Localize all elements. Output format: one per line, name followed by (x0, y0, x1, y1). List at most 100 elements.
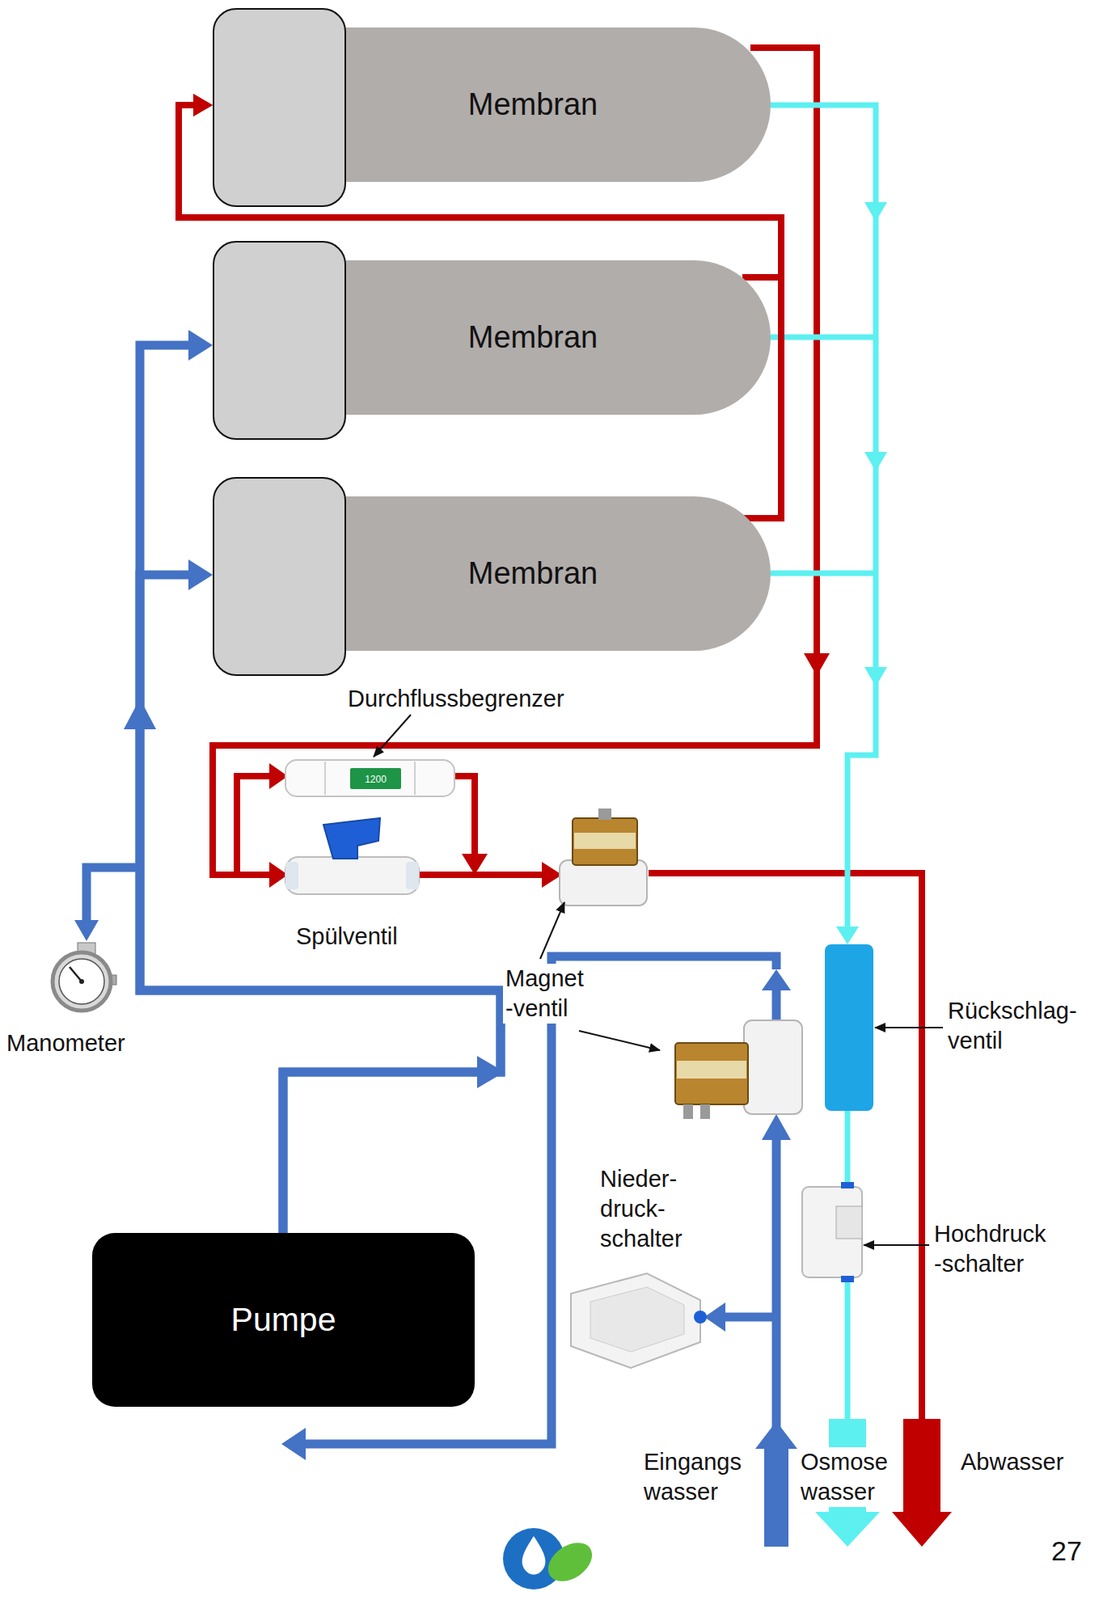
part-name: Rückschlag- ventil (947, 996, 1078, 1057)
permeate-pipe (845, 1277, 851, 1424)
permeate-pipe (770, 334, 876, 341)
flow-restrictor (324, 761, 326, 795)
membrane-cap (213, 241, 346, 440)
leader-line (579, 1031, 660, 1051)
leader-line (874, 1027, 943, 1029)
membrane-body (333, 27, 771, 182)
solenoid-valve (743, 1020, 803, 1115)
low-pressure-switch (693, 1310, 707, 1324)
connector-arrowhead (193, 93, 213, 117)
feed-arrowhead (281, 1428, 306, 1461)
solenoid-valve (700, 1104, 711, 1120)
permeate-pipe (770, 105, 876, 930)
waste-arrowhead (803, 653, 830, 677)
flush-valve (285, 862, 299, 890)
manometer-gauge (69, 967, 82, 982)
high-pressure-switch (802, 1187, 863, 1278)
high-pressure-switch (841, 1276, 854, 1283)
manometer-gauge (59, 959, 105, 1005)
connector-arrowhead (188, 559, 213, 591)
permeate-pipe (770, 105, 876, 1424)
flow-restrictor (414, 761, 416, 795)
flow-name: Osmose wasser (798, 1447, 891, 1508)
membrane-vessel: Membran (212, 477, 771, 677)
check-valve (824, 944, 874, 1112)
feed-arrowhead (74, 698, 798, 1547)
flow-restrictor (285, 760, 455, 797)
permeate-arrowhead (864, 202, 888, 222)
flow-restrictor (285, 760, 455, 797)
flush-valve (405, 862, 419, 890)
high-pressure-switch (802, 1182, 863, 1283)
low-pressure-switch (570, 1273, 701, 1369)
feed-arrowhead (755, 1421, 798, 1450)
high-pressure-switch (841, 1182, 854, 1189)
solenoid-valve (675, 1020, 803, 1120)
rating-value: 1200 (350, 773, 402, 787)
low-pressure-switch (590, 1287, 685, 1353)
leader-line (540, 902, 565, 960)
feed-arrowhead (761, 1114, 791, 1141)
permeate-pipe (845, 1111, 851, 1188)
flush-valve (323, 818, 381, 859)
node-text-area: Membran (345, 496, 721, 651)
membrane-cap (213, 8, 346, 207)
flow-restrictor (350, 768, 402, 790)
permeate-arrowhead (815, 1512, 880, 1547)
solenoid-valve (559, 808, 647, 906)
permeate-arrowhead (815, 202, 888, 1547)
feed-arrowhead (704, 1302, 726, 1332)
pipe-connector (139, 329, 501, 1234)
check-valve (824, 944, 874, 1112)
membrane-label: Membran (468, 555, 599, 593)
waste-pipe (454, 776, 475, 858)
part-name: Spülventil (295, 921, 398, 952)
waste-arrowhead (891, 1512, 952, 1547)
brand-logo (502, 1528, 600, 1590)
waste-pipe (418, 871, 546, 879)
manometer-gauge (52, 942, 117, 1011)
feed-pipe (86, 867, 140, 922)
membrane-cap (213, 477, 346, 676)
permeate-arrowhead (836, 926, 859, 945)
leader-line (373, 714, 943, 1246)
low-pressure-switch (570, 1273, 707, 1369)
high-pressure-switch (836, 1206, 863, 1239)
membrane-body (333, 496, 771, 651)
solenoid-valve (598, 808, 612, 820)
leader-line (373, 714, 411, 757)
leader-line (863, 1244, 930, 1247)
permeate-pipe (770, 570, 876, 577)
waste-pipe (236, 776, 272, 875)
feed-pipe (723, 1313, 777, 1323)
brand-logo (540, 1534, 600, 1590)
manometer-gauge (52, 952, 111, 1011)
part-name: Nieder- druck- schalter (600, 1164, 683, 1255)
connector-arrowhead (193, 93, 213, 117)
membrane-body (333, 260, 771, 415)
membrane-vessel: Membran (212, 240, 771, 440)
solenoid-valve (559, 860, 647, 906)
part-name: Hochdruck -schalter (934, 1219, 1047, 1280)
permeate-arrowhead (864, 452, 888, 472)
feed-arrowhead (74, 920, 99, 942)
membrane-label: Membran (468, 86, 599, 124)
flush-valve (285, 857, 419, 895)
flow-name: Eingangs wasser (641, 1447, 744, 1508)
pump-label: Pumpe (231, 1300, 337, 1340)
connector-arrowhead (188, 329, 213, 361)
feed-pipe (772, 988, 782, 1021)
flow-name: Abwasser (958, 1447, 1066, 1478)
feed-pipe (772, 1138, 782, 1432)
waste-arrowhead (903, 1419, 941, 1514)
solenoid-valve (683, 1104, 694, 1120)
node-text-area: Membran (345, 27, 721, 182)
pipe-line (139, 345, 501, 1234)
manometer-gauge (79, 979, 85, 985)
waste-arrowhead (461, 853, 488, 875)
part-name: Magnet -ventil (502, 963, 587, 1024)
solenoid-valve (574, 832, 636, 850)
part-name: Durchflussbegrenzer (347, 684, 565, 715)
part-name: Manometer (6, 1028, 126, 1059)
page-number: 27 (1051, 1536, 1082, 1567)
